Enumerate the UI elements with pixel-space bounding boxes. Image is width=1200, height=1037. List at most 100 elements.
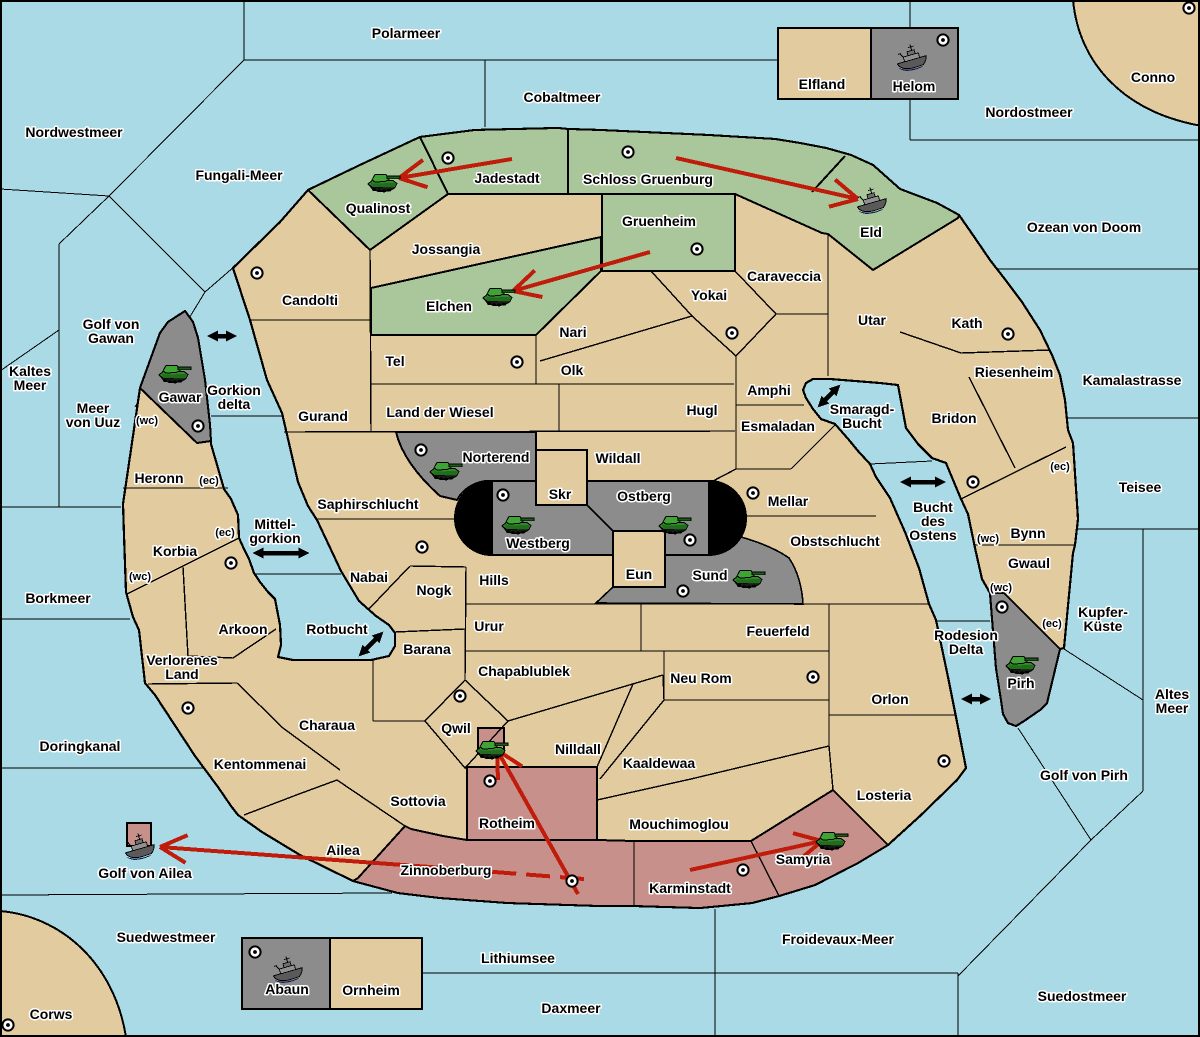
svg-text:Suedwestmeer: Suedwestmeer bbox=[117, 929, 216, 945]
svg-text:(ec): (ec) bbox=[199, 475, 219, 487]
svg-text:Bridon: Bridon bbox=[931, 410, 976, 426]
svg-text:Nilldall: Nilldall bbox=[555, 741, 601, 757]
svg-text:Küste: Küste bbox=[1084, 618, 1123, 634]
svg-text:Nordostmeer: Nordostmeer bbox=[985, 104, 1073, 120]
svg-text:Gurand: Gurand bbox=[298, 408, 348, 424]
svg-text:Qwil: Qwil bbox=[441, 720, 471, 736]
svg-text:Cobaltmeer: Cobaltmeer bbox=[523, 89, 601, 105]
svg-text:Kath: Kath bbox=[951, 315, 982, 331]
svg-text:Conno: Conno bbox=[1131, 69, 1175, 85]
svg-text:Ostberg: Ostberg bbox=[617, 488, 671, 504]
svg-text:Rodesion: Rodesion bbox=[934, 627, 998, 643]
svg-text:Yokai: Yokai bbox=[691, 287, 727, 303]
svg-text:Golf von Pirh: Golf von Pirh bbox=[1040, 767, 1128, 783]
svg-text:Westberg: Westberg bbox=[506, 535, 570, 551]
svg-text:Chapablublek: Chapablublek bbox=[478, 663, 570, 679]
svg-text:Bucht: Bucht bbox=[913, 499, 953, 515]
svg-text:Fungali-Meer: Fungali-Meer bbox=[195, 167, 283, 183]
svg-text:Arkoon: Arkoon bbox=[219, 621, 268, 637]
svg-text:Jossangia: Jossangia bbox=[412, 241, 481, 257]
svg-text:Altes: Altes bbox=[1155, 686, 1189, 702]
svg-text:Riesenheim: Riesenheim bbox=[975, 364, 1054, 380]
svg-text:Qualinost: Qualinost bbox=[346, 200, 411, 216]
svg-text:Golf von: Golf von bbox=[83, 316, 140, 332]
svg-text:Barana: Barana bbox=[403, 641, 451, 657]
svg-text:Norterend: Norterend bbox=[463, 449, 530, 465]
svg-text:Helom: Helom bbox=[893, 78, 936, 94]
svg-text:Bucht: Bucht bbox=[842, 415, 882, 431]
svg-text:Esmaladan: Esmaladan bbox=[741, 418, 815, 434]
svg-text:(wc): (wc) bbox=[977, 533, 999, 545]
svg-text:Ailea: Ailea bbox=[326, 842, 360, 858]
svg-text:(ec): (ec) bbox=[1042, 618, 1062, 630]
svg-text:Elfland: Elfland bbox=[799, 76, 846, 92]
svg-text:Amphi: Amphi bbox=[747, 382, 791, 398]
svg-text:Hugl: Hugl bbox=[686, 402, 717, 418]
svg-text:Mouchimoglou: Mouchimoglou bbox=[629, 816, 729, 832]
svg-text:Teisee: Teisee bbox=[1119, 479, 1162, 495]
svg-text:Kentommenai: Kentommenai bbox=[214, 756, 307, 772]
svg-text:Wildall: Wildall bbox=[596, 450, 641, 466]
svg-text:Rotheim: Rotheim bbox=[479, 815, 535, 831]
svg-text:Urur: Urur bbox=[474, 618, 504, 634]
svg-text:Smaragd-: Smaragd- bbox=[830, 401, 895, 417]
svg-text:Elchen: Elchen bbox=[426, 298, 472, 314]
svg-text:(wc): (wc) bbox=[129, 571, 151, 583]
svg-text:Olk: Olk bbox=[561, 362, 584, 378]
svg-text:Corws: Corws bbox=[30, 1006, 73, 1022]
svg-text:Daxmeer: Daxmeer bbox=[541, 1000, 601, 1016]
svg-text:Land der Wiesel: Land der Wiesel bbox=[386, 404, 493, 420]
svg-text:von Uuz: von Uuz bbox=[66, 414, 120, 430]
svg-text:Nabai: Nabai bbox=[350, 569, 388, 585]
svg-text:(ec): (ec) bbox=[1050, 461, 1070, 473]
svg-text:Zinnoberburg: Zinnoberburg bbox=[401, 862, 492, 878]
svg-text:Nogk: Nogk bbox=[417, 582, 452, 598]
svg-text:Doringkanal: Doringkanal bbox=[40, 738, 121, 754]
svg-text:Sund: Sund bbox=[693, 567, 728, 583]
svg-text:Kamalastrasse: Kamalastrasse bbox=[1083, 372, 1182, 388]
svg-text:(wc): (wc) bbox=[990, 582, 1012, 594]
svg-text:Suedostmeer: Suedostmeer bbox=[1038, 988, 1127, 1004]
svg-text:Froidevaux-Meer: Froidevaux-Meer bbox=[782, 931, 895, 947]
svg-text:Feuerfeld: Feuerfeld bbox=[746, 623, 809, 639]
svg-text:Kaaldewaa: Kaaldewaa bbox=[623, 755, 696, 771]
svg-text:Mittel-: Mittel- bbox=[254, 516, 296, 532]
svg-text:Meer: Meer bbox=[1156, 700, 1189, 716]
svg-text:Charaua: Charaua bbox=[299, 717, 355, 733]
svg-text:Skr: Skr bbox=[549, 486, 572, 502]
svg-text:Gawan: Gawan bbox=[88, 330, 134, 346]
svg-text:Saphirschlucht: Saphirschlucht bbox=[317, 496, 418, 512]
svg-text:Land: Land bbox=[165, 666, 198, 682]
svg-text:Neu Rom: Neu Rom bbox=[670, 670, 731, 686]
svg-text:Ornheim: Ornheim bbox=[342, 982, 400, 998]
svg-text:Orlon: Orlon bbox=[871, 691, 908, 707]
svg-text:Borkmeer: Borkmeer bbox=[25, 590, 91, 606]
svg-text:(ec): (ec) bbox=[215, 527, 235, 539]
svg-text:Heronn: Heronn bbox=[135, 470, 184, 486]
svg-text:Obstschlucht: Obstschlucht bbox=[790, 533, 880, 549]
svg-text:Abaun: Abaun bbox=[265, 981, 309, 997]
svg-text:Nari: Nari bbox=[559, 324, 586, 340]
svg-text:Gruenheim: Gruenheim bbox=[622, 213, 696, 229]
svg-text:Tel: Tel bbox=[385, 353, 404, 369]
svg-text:Pirh: Pirh bbox=[1007, 675, 1034, 691]
svg-text:Eun: Eun bbox=[626, 566, 652, 582]
svg-text:Jadestadt: Jadestadt bbox=[474, 170, 540, 186]
svg-text:Gwaul: Gwaul bbox=[1008, 555, 1050, 571]
svg-text:Kupfer-: Kupfer- bbox=[1078, 604, 1128, 620]
svg-text:Nordwestmeer: Nordwestmeer bbox=[25, 124, 123, 140]
svg-text:Candolti: Candolti bbox=[282, 292, 338, 308]
svg-text:gorkion: gorkion bbox=[249, 530, 300, 546]
svg-text:Delta: Delta bbox=[949, 641, 983, 657]
svg-text:Caraveccia: Caraveccia bbox=[747, 268, 821, 284]
svg-text:Hills: Hills bbox=[479, 572, 509, 588]
svg-text:Lithiumsee: Lithiumsee bbox=[481, 950, 555, 966]
svg-text:Utar: Utar bbox=[858, 312, 887, 328]
svg-text:Sottovia: Sottovia bbox=[390, 793, 445, 809]
svg-text:Bynn: Bynn bbox=[1011, 525, 1046, 541]
svg-text:Ozean von Doom: Ozean von Doom bbox=[1027, 219, 1141, 235]
svg-text:Golf von Ailea: Golf von Ailea bbox=[98, 865, 192, 881]
svg-text:Eld: Eld bbox=[860, 224, 882, 240]
svg-text:Mellar: Mellar bbox=[768, 493, 809, 509]
svg-text:Gawar: Gawar bbox=[159, 389, 202, 405]
